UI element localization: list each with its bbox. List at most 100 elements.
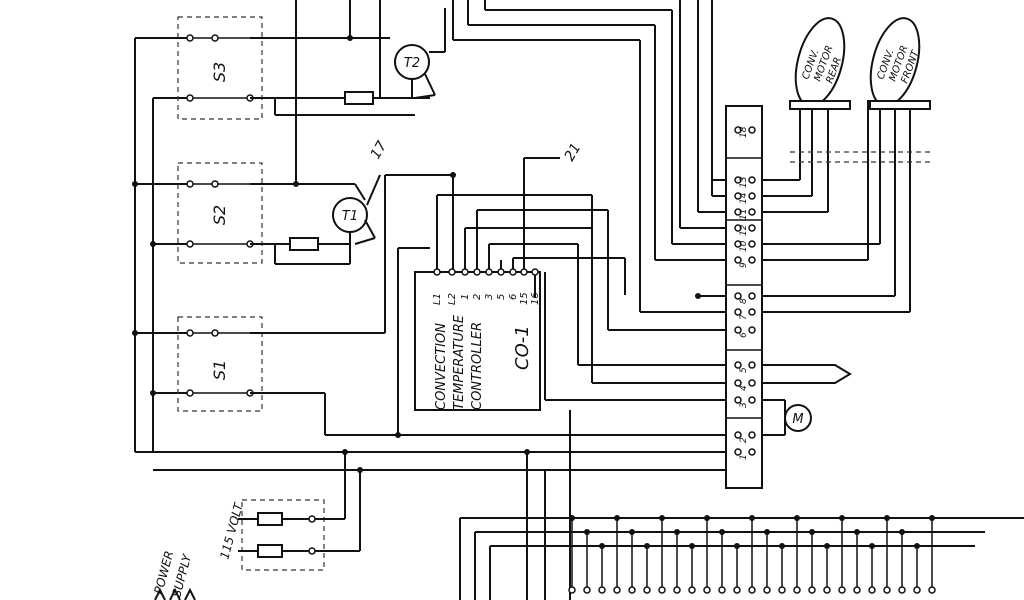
contact-terminal [793, 586, 801, 594]
motor-m-label: M [792, 412, 803, 427]
strip-terminal-number: 14 [739, 192, 749, 204]
contact-terminal [778, 586, 786, 594]
controller-terminals: L1 L2 1 2 3 5 6 15 16 [432, 268, 541, 305]
contact-junction [884, 515, 890, 521]
contact-terminal [643, 586, 651, 594]
contact-junction [689, 543, 695, 549]
contact-junction [644, 543, 650, 549]
contact-junction [629, 529, 635, 535]
contact-terminal [718, 586, 726, 594]
contact-terminal [568, 586, 576, 594]
conv-motor-front: CONV. MOTOR FRONT [762, 17, 922, 313]
strip-terminal-right [748, 224, 756, 232]
contact-junction [824, 543, 830, 549]
contact-junction [659, 515, 665, 521]
conv-motor-rear: CONV. MOTOR REAR [762, 17, 846, 213]
strip-terminal-left [734, 431, 742, 439]
contact-terminal [733, 586, 741, 594]
strip-terminal-right [748, 379, 756, 387]
contact-junction [599, 543, 605, 549]
strip-terminal-left [734, 208, 742, 216]
contact-junction [809, 529, 815, 535]
strip-terminal-right [748, 326, 756, 334]
switch-s1: S1 [177, 316, 263, 412]
strip-terminal-right [748, 292, 756, 300]
contact-terminal [583, 586, 591, 594]
lead-21-label: 21 [562, 141, 585, 164]
contact-terminal [898, 586, 906, 594]
contact-terminal [823, 586, 831, 594]
top-feeds [452, 0, 730, 313]
controller-co1: CONVECTION TEMPERATURE CONTROLLER CO-1 L… [414, 268, 541, 411]
contact-terminal [808, 586, 816, 594]
contact-terminal [913, 586, 921, 594]
upper-wiring [250, 0, 730, 438]
fuse-block-115v: 115 VOLT [217, 449, 363, 571]
strip-terminal-left [734, 126, 742, 134]
term-6: 6 [508, 294, 519, 300]
term-l1: L1 [432, 293, 443, 305]
contact-terminal [598, 586, 606, 594]
strip-terminal-number: 1 [739, 454, 749, 460]
strip-terminal-number: 3 [739, 402, 749, 408]
contact-junction [764, 529, 770, 535]
contact-junction [569, 515, 575, 521]
power-supply: POWER SUPPLY [151, 549, 196, 600]
strip-terminal-number: 18 [739, 126, 749, 138]
term-3: 3 [484, 294, 495, 300]
contact-terminal [613, 586, 621, 594]
controller-line-2: TEMPERATURE [452, 314, 467, 410]
contact-junction [719, 529, 725, 535]
strip-terminal-number: 5 [739, 367, 749, 373]
strip-terminal-left [734, 308, 742, 316]
s2-label: S2 [210, 205, 229, 225]
strip-terminal-left [734, 292, 742, 300]
strip-terminal-number: 11 [739, 209, 749, 220]
t2-label: T2 [404, 56, 420, 71]
arrow-output [762, 364, 852, 384]
strip-terminal-number: 8 [739, 298, 749, 304]
motor-bands [789, 100, 931, 163]
strip-terminal-left [734, 379, 742, 387]
contact-terminal [688, 586, 696, 594]
term-2: 2 [472, 294, 483, 300]
strip-terminal-left [734, 240, 742, 248]
strip-terminal-left [734, 326, 742, 334]
strip-terminal-right [748, 256, 756, 264]
strip-terminal-right [748, 240, 756, 248]
strip-terminal-number: 9 [739, 262, 749, 268]
contact-junction [704, 515, 710, 521]
strip-terminal-right [748, 192, 756, 200]
contact-junction [899, 529, 905, 535]
contact-junction [779, 543, 785, 549]
contact-junction [914, 543, 920, 549]
contact-terminal [628, 586, 636, 594]
contact-junction [869, 543, 875, 549]
contact-terminal [763, 586, 771, 594]
bottom-contacts [568, 515, 936, 594]
left-bus-wiring [132, 37, 730, 471]
contact-terminal [838, 586, 846, 594]
contact-junction [839, 515, 845, 521]
strip-terminal-left [734, 192, 742, 200]
term-5: 5 [496, 294, 507, 300]
controller-wiring: 21 [436, 141, 730, 600]
strip-terminal-left [734, 256, 742, 264]
strip-terminal-right [748, 396, 756, 404]
contact-junction [614, 515, 620, 521]
strip-terminal-number: 2 [739, 437, 749, 443]
switch-s2: S2 [177, 162, 263, 264]
strip-terminal-number: 13 [739, 176, 749, 188]
strip-terminal-left [734, 396, 742, 404]
contact-terminal [868, 586, 876, 594]
contact-junction [854, 529, 860, 535]
contact-terminal [703, 586, 711, 594]
strip-terminal-left [734, 176, 742, 184]
contact-terminal [853, 586, 861, 594]
switch-s3: S3 [177, 16, 263, 120]
controller-line-1: CONVECTION [434, 323, 449, 410]
contact-terminal [673, 586, 681, 594]
contact-terminal [658, 586, 666, 594]
